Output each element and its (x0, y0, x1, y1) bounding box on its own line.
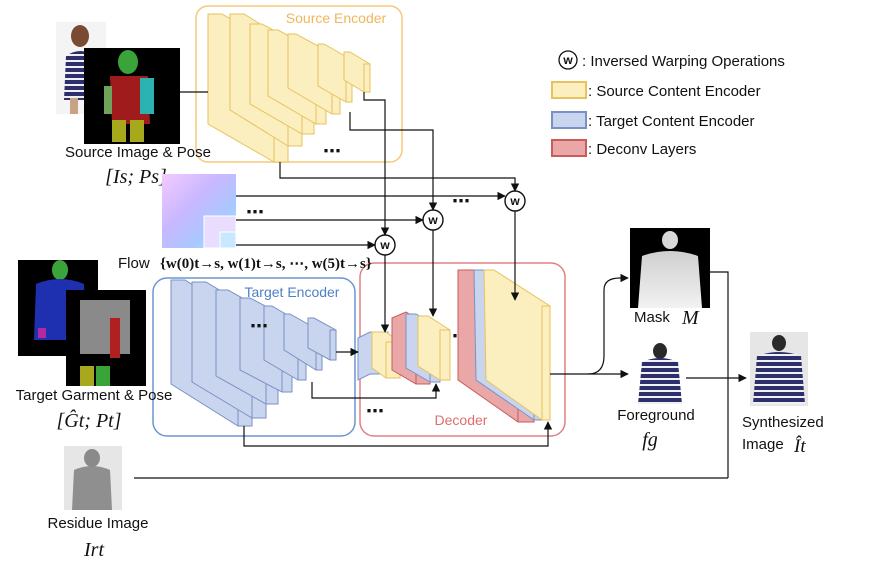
warp-circle-2: w (422, 209, 444, 231)
foreground-image (636, 342, 686, 406)
legend-source-swatch (551, 81, 587, 99)
flow-ellipsis-2: ⋯ (452, 191, 470, 212)
target-encoder-ellipsis: ⋯ (250, 316, 268, 337)
connections (134, 91, 747, 479)
skip-ellipsis: ⋯ (366, 401, 384, 422)
residue-math: Irt (83, 539, 104, 561)
target-encoder-box (152, 277, 356, 437)
source-pose-map (84, 48, 180, 144)
decoder-medium-block (391, 311, 451, 385)
flow-ellipsis-1: ⋯ (246, 202, 264, 223)
synth-label-line2: Image (742, 436, 784, 453)
source-math: [Is; Ps] (105, 166, 167, 188)
legend-deconv-text: : Deconv Layers (588, 141, 696, 158)
decoder-large-block (457, 269, 551, 423)
foreground-label: Foreground (617, 407, 695, 424)
legend: w : Inversed Warping Operations : Source… (551, 50, 785, 158)
residue-image (64, 446, 122, 510)
target-encoder-layers (170, 279, 337, 427)
target-math: [Ĝt; Pt] (57, 408, 122, 432)
target-encoder-title: Target Encoder (245, 284, 340, 300)
svg-text:w: w (427, 213, 438, 227)
source-encoder-layers (207, 13, 371, 163)
mask-label: Mask (634, 309, 670, 326)
flow-math: {w(0)t→s, w(1)t→s, ⋯, w(5)t→s} (160, 256, 372, 272)
residue-label: Residue Image (48, 515, 149, 532)
mask-image (630, 228, 710, 308)
source-encoder-ellipsis: ⋯ (323, 141, 341, 162)
legend-deconv-swatch (551, 139, 587, 157)
svg-text:w: w (509, 194, 520, 208)
legend-warp-icon: w (558, 50, 578, 70)
synthesized-image (750, 332, 808, 406)
warp-circle-1: w (374, 234, 396, 256)
flow-label: Flow (118, 255, 150, 272)
synth-math: Ît (793, 435, 806, 457)
mask-math: M (681, 307, 700, 329)
target-pose-map (66, 290, 146, 386)
flow-image (162, 174, 237, 249)
warp-circle-3: w (504, 190, 526, 212)
source-encoder-box (195, 5, 403, 163)
legend-warp-text: : Inversed Warping Operations (582, 53, 785, 70)
legend-target-swatch (551, 111, 587, 129)
svg-text:w: w (379, 238, 390, 252)
legend-source-text: : Source Content Encoder (588, 83, 761, 100)
target-label: Target Garment & Pose (16, 387, 173, 404)
decoder-title: Decoder (435, 412, 488, 428)
foreground-math: fg (642, 429, 658, 451)
source-encoder-title: Source Encoder (286, 10, 387, 26)
synth-label-line1: Synthesized (742, 414, 824, 431)
legend-target-text: : Target Content Encoder (588, 113, 755, 130)
source-label: Source Image & Pose (65, 144, 211, 161)
svg-text:w: w (562, 53, 573, 67)
